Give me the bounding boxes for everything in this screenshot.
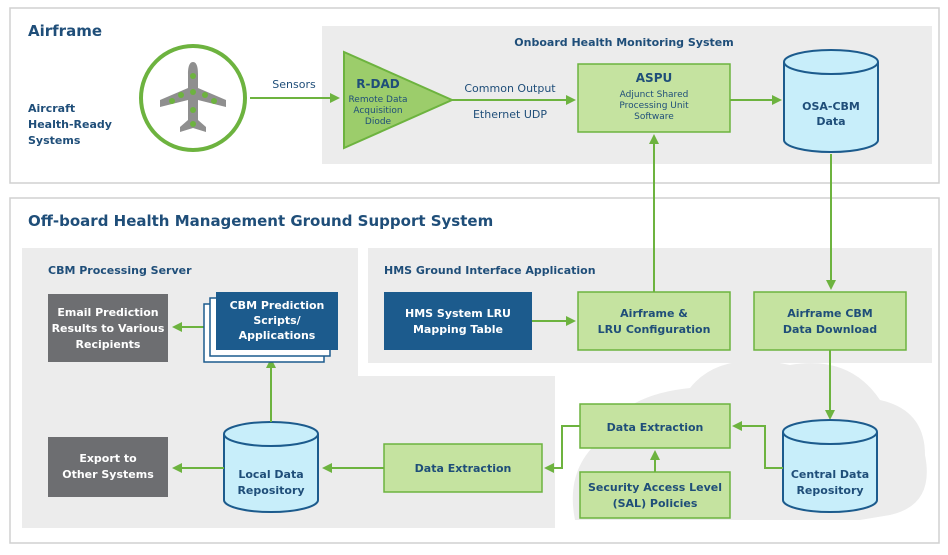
- local-repo-node: Local Data Repository: [223, 421, 319, 513]
- export-line-1: Export to: [79, 452, 137, 465]
- airframe-lru-line-1: Airframe &: [620, 307, 688, 320]
- aircraft-label-1: Aircraft: [28, 102, 75, 115]
- rdad-title: R-DAD: [356, 77, 399, 91]
- email-line-3: Recipients: [76, 338, 141, 351]
- aspu-line-3: Software: [634, 112, 674, 122]
- aircraft-label-3: Systems: [28, 134, 81, 147]
- rdad-line-2: Acquisition: [353, 106, 402, 116]
- email-line-2: Results to Various: [52, 322, 165, 335]
- rdad-line-3: Diode: [365, 117, 392, 127]
- aspu-title: ASPU: [636, 71, 672, 85]
- cbm-server-title: CBM Processing Server: [48, 264, 192, 277]
- airframe-title: Airframe: [28, 22, 102, 40]
- export-node: Export to Other Systems: [48, 437, 168, 497]
- hms-ground-title: HMS Ground Interface Application: [384, 264, 596, 277]
- scripts-line-1: CBM Prediction: [230, 299, 325, 312]
- local-repo-line-2: Repository: [237, 484, 304, 497]
- central-to-extraction-arrow: [732, 421, 783, 469]
- aspu-line-2: Processing Unit: [619, 101, 689, 111]
- airframe-lru-config-node: Airframe & LRU Configuration: [577, 291, 731, 351]
- scripts-line-2: Scripts/: [253, 314, 301, 327]
- aircraft-label-2: Health-Ready: [28, 118, 112, 131]
- osa-cbm-line-2: Data: [816, 115, 845, 128]
- email-node: Email Prediction Results to Various Reci…: [48, 294, 168, 362]
- lru-table-line-1: HMS System LRU: [405, 307, 511, 320]
- central-repo-line-1: Central Data: [791, 468, 869, 481]
- scripts-line-3: Applications: [239, 329, 316, 342]
- central-repo-node: Central Data Repository: [782, 419, 878, 513]
- cbm-download-line-2: Data Download: [783, 323, 877, 336]
- sensors-label: Sensors: [272, 78, 316, 91]
- rdad-node: R-DAD Remote Data Acquisition Diode: [343, 50, 455, 150]
- scripts-node: CBM Prediction Scripts/ Applications: [203, 292, 338, 363]
- aspu-line-1: Adjunct Shared: [620, 90, 689, 100]
- lru-table-line-2: Mapping Table: [413, 323, 503, 336]
- cloud-extraction-label: Data Extraction: [607, 421, 704, 434]
- sal-policies-node: Security Access Level (SAL) Policies: [579, 471, 731, 519]
- osa-cbm-line-1: OSA-CBM: [802, 100, 860, 113]
- aspu-node: ASPU Adjunct Shared Processing Unit Soft…: [577, 63, 731, 133]
- common-output-label: Common Output: [464, 82, 556, 95]
- airframe-lru-line-2: LRU Configuration: [598, 323, 711, 336]
- central-repo-line-2: Repository: [796, 484, 863, 497]
- sal-line-2: (SAL) Policies: [613, 497, 698, 510]
- email-line-1: Email Prediction: [57, 306, 158, 319]
- cbm-download-line-1: Airframe CBM: [787, 307, 873, 320]
- osa-cbm-node: OSA-CBM Data: [783, 49, 879, 153]
- airplane-icon: [139, 44, 247, 152]
- onboard-title: Onboard Health Monitoring System: [514, 36, 733, 49]
- rdad-line-1: Remote Data: [348, 95, 407, 105]
- ethernet-udp-label: Ethernet UDP: [473, 108, 547, 121]
- server-extraction-node: Data Extraction: [383, 443, 543, 493]
- cbm-download-node: Airframe CBM Data Download: [753, 291, 907, 351]
- export-line-2: Other Systems: [62, 468, 154, 481]
- offboard-title: Off-board Health Management Ground Suppo…: [28, 212, 493, 230]
- sal-line-1: Security Access Level: [588, 481, 722, 494]
- local-repo-line-1: Local Data: [238, 468, 303, 481]
- cloud-extraction-node: Data Extraction: [579, 403, 731, 449]
- lru-table-node: HMS System LRU Mapping Table: [384, 292, 532, 350]
- server-extraction-label: Data Extraction: [415, 462, 512, 475]
- cloud-to-server-extraction-arrow: [544, 425, 580, 473]
